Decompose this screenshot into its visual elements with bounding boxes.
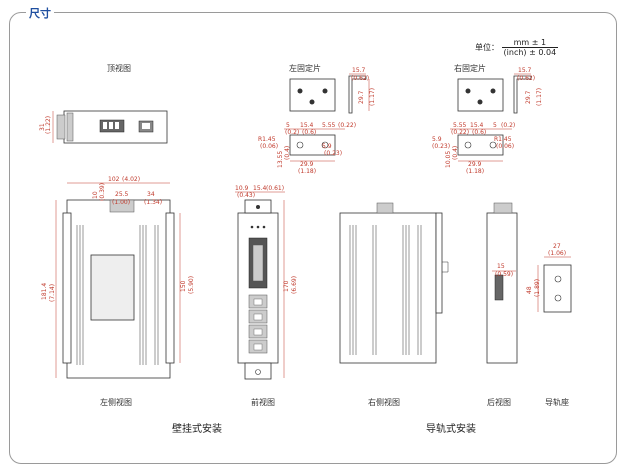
group-din-mount: 导轨式安装 [426, 424, 476, 435]
dim-br-radius: R1.45 [494, 136, 512, 143]
dim-bl-width: 29.9 [300, 161, 314, 168]
dim-top-height: 31 [39, 123, 46, 131]
section-frame [9, 12, 617, 464]
dim-bracket-height: 29.7 [358, 90, 365, 104]
dim-fr-height: 170 [283, 280, 290, 292]
bracket-left-detail: 5 15.4 5.55 (0.2) (0.6) (0.22) R1.45 (0.… [258, 122, 356, 175]
dim-din-height: 48 [526, 286, 533, 294]
bracket-right-detail: 5.55 15.4 5 (0.2) (0.22) (0.6) 5.9 (0.23… [432, 122, 515, 175]
label-top-view: 顶视图 [107, 64, 131, 73]
dim-br-width: 29.9 [468, 161, 482, 168]
label-left-side-view: 左侧视图 [100, 398, 132, 407]
label-bracket-right: 右固定片 [454, 64, 486, 73]
front-ports [248, 294, 268, 354]
dim-din-height-inch: (1.89) [534, 279, 541, 297]
dim-bracket-height-inch: (1.17) [369, 88, 376, 106]
dim-bl-vertical-inch: (0.4) [284, 146, 291, 160]
dim-rbracket-width-inch: (0.62) [517, 75, 535, 82]
dim-bl-slot: 5.9 [322, 143, 332, 150]
dim-br-vertical: 10.05 [445, 151, 452, 168]
dim-bl-radius-inch: (0.06) [260, 143, 278, 150]
label-right-side-view: 右侧视图 [368, 398, 400, 407]
label-rear-view: 后视图 [487, 398, 511, 407]
dim-bracket-width: 15.7 [352, 67, 366, 74]
bracket-left-side: 15.7 (0.62) 29.7 (1.17) [289, 67, 376, 114]
dim-fr-a-inch: (0.43) [237, 192, 255, 199]
dim-br-c: 5 [493, 122, 497, 129]
dim-br-a: 5.55 [453, 122, 467, 129]
group-wall-mount: 壁挂式安装 [172, 424, 222, 435]
dim-fr-b: 15.4 [253, 185, 267, 192]
dim-bl-a-inch: (0.2) [285, 129, 299, 136]
dim-bl-a: 5 [286, 122, 290, 129]
dim-ls-top: 10 [92, 191, 99, 199]
dim-br-c-inch: (0.2) [501, 122, 515, 129]
dim-bl-b: 15.4 [300, 122, 314, 129]
dim-ls-top-inch: (0.39) [99, 183, 106, 201]
dim-ls-height2-inch: (5.90) [188, 276, 195, 294]
dim-ls-a-inch: (1.00) [112, 199, 130, 206]
dim-br-radius-inch: (0.06) [496, 143, 514, 150]
dim-rv-a: 15 [497, 263, 505, 270]
dim-rbracket-height: 29.7 [525, 90, 532, 104]
din-rail-drawing: 27 (1.06) 48 (1.89) [526, 243, 572, 313]
label-front-view: 前视图 [251, 398, 275, 407]
dim-ls-height-inch: (7.14) [49, 284, 56, 302]
label-din-rail-mount: 导轨座 [545, 398, 569, 407]
dim-ls-width: 102 [108, 176, 120, 183]
rear-view-drawing: 15 (0.59) [486, 202, 518, 364]
dim-br-vertical-inch: (0.4) [452, 146, 459, 160]
dim-ls-height: 181.4 [41, 283, 48, 300]
units-fraction: mm ± 1 (inch) ± 0.04 [501, 38, 559, 57]
section-title: 尺寸 [26, 5, 54, 21]
dim-fr-a: 10.9 [235, 185, 249, 192]
front-view-drawing: 10.9 (0.43) 15.4 (0.61) 170 (6.69) [235, 185, 298, 380]
dim-bl-c-inch: (0.22) [338, 122, 356, 129]
dim-rv-a-inch: (0.59) [495, 271, 513, 278]
units-numerator: mm ± 1 [501, 38, 559, 48]
units-label: 单位： [475, 43, 499, 52]
top-view-drawing: 31 (1.22) [39, 110, 168, 144]
dim-bl-c: 5.55 [322, 122, 336, 129]
dim-bl-b-inch: (0.6) [302, 129, 316, 136]
dim-ls-height2: 150 [180, 280, 187, 292]
dim-br-b-inch: (0.6) [472, 129, 486, 136]
dim-fr-b-inch: (0.61) [266, 185, 284, 192]
bracket-right-side: 15.7 (0.62) 29.7 (1.17) [457, 67, 543, 114]
dim-din-width: 27 [553, 243, 561, 250]
dim-br-slot: 5.9 [432, 136, 442, 143]
dim-ls-a: 25.5 [115, 191, 129, 198]
units-note: 单位： mm ± 1 (inch) ± 0.04 [475, 38, 559, 57]
dim-ls-b: 34 [147, 191, 155, 198]
dim-fr-height-inch: (6.69) [291, 276, 298, 294]
dim-bl-radius: R1.45 [258, 136, 276, 143]
dim-br-b: 15.4 [470, 122, 484, 129]
dim-bracket-width-inch: (0.62) [351, 75, 369, 82]
left-side-view-drawing: 102 (4.02) 10 (0.39) 25.5 (1.00) 34 (1.3… [41, 176, 195, 379]
dim-ls-width-inch: (4.02) [122, 176, 140, 183]
dim-br-a-inch: (0.22) [451, 129, 469, 136]
dim-br-width-inch: (1.18) [466, 168, 484, 175]
dim-rbracket-height-inch: (1.17) [536, 88, 543, 106]
dim-bl-vertical: 13.55 [277, 151, 284, 168]
units-denominator: (inch) ± 0.04 [503, 48, 557, 57]
dim-bl-width-inch: (1.18) [298, 168, 316, 175]
right-side-view-drawing [339, 202, 449, 364]
label-bracket-left: 左固定片 [289, 64, 321, 73]
dim-rbracket-width: 15.7 [518, 67, 532, 74]
dim-bl-slot-inch: (0.23) [324, 150, 342, 157]
dim-br-slot-inch: (0.23) [432, 143, 450, 150]
dim-din-width-inch: (1.06) [548, 250, 566, 257]
dim-top-height-inch: (1.22) [45, 116, 52, 134]
dim-ls-b-inch: (1.34) [144, 199, 162, 206]
